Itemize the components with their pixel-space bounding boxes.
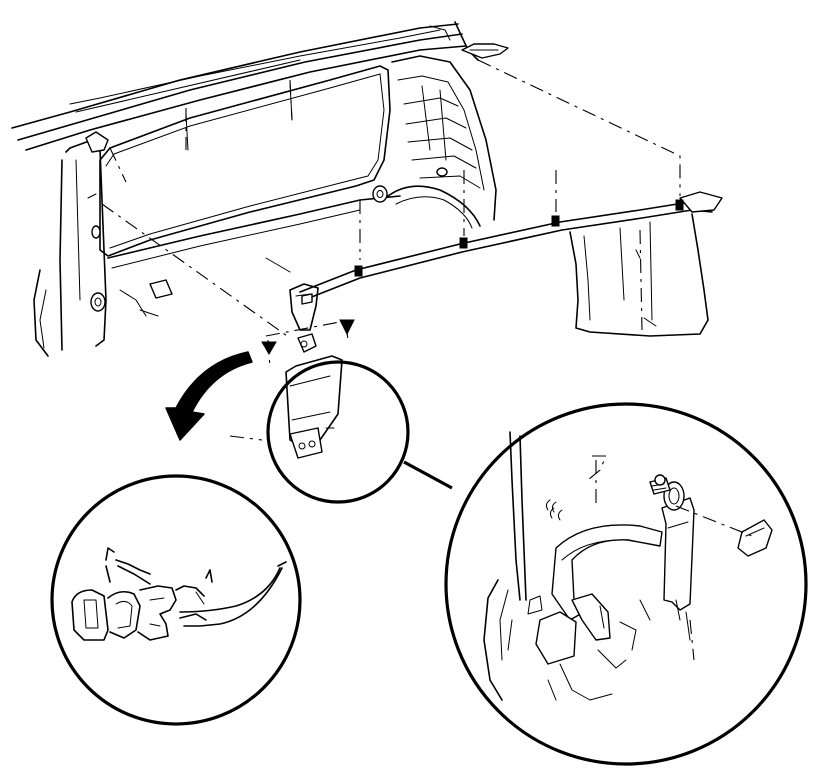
c-pillar-trim <box>289 283 319 331</box>
roof-rail <box>11 21 479 151</box>
curved-arrow-icon <box>165 351 253 441</box>
leader-line <box>403 460 453 490</box>
detail-circle-left-enlarged <box>50 474 302 726</box>
detail-circle-right-seatbelt <box>444 402 808 766</box>
trim-clips <box>354 199 684 277</box>
b-pillar <box>59 131 109 351</box>
trim-removal-outline <box>261 319 355 369</box>
seatbelt-guide-clip <box>71 547 287 641</box>
rear-quarter-panel <box>372 55 497 229</box>
arrow-down-icon <box>339 319 355 336</box>
detail-clips <box>545 499 563 521</box>
detail-dashed-lines <box>587 455 753 661</box>
phantom-lines <box>101 59 681 339</box>
leader-line <box>229 435 263 441</box>
lower-trim-details <box>547 599 651 701</box>
pillar-edge <box>483 431 543 701</box>
arrow-down-icon <box>261 341 277 355</box>
rear-side-panel <box>569 213 709 337</box>
belt-guide-bracket <box>661 481 695 641</box>
left-lower-body <box>33 195 401 357</box>
seatbelt-webbing <box>535 524 663 665</box>
overview-anchor <box>297 333 317 353</box>
rear-trim-rail <box>299 191 723 301</box>
bolt-cover-cap <box>737 519 773 557</box>
side-window <box>99 65 391 257</box>
rear-roof-trim <box>461 43 509 59</box>
vehicle-interior-overview <box>11 21 723 369</box>
anchor-bolt <box>649 474 671 495</box>
detail-circle-center <box>229 355 453 504</box>
